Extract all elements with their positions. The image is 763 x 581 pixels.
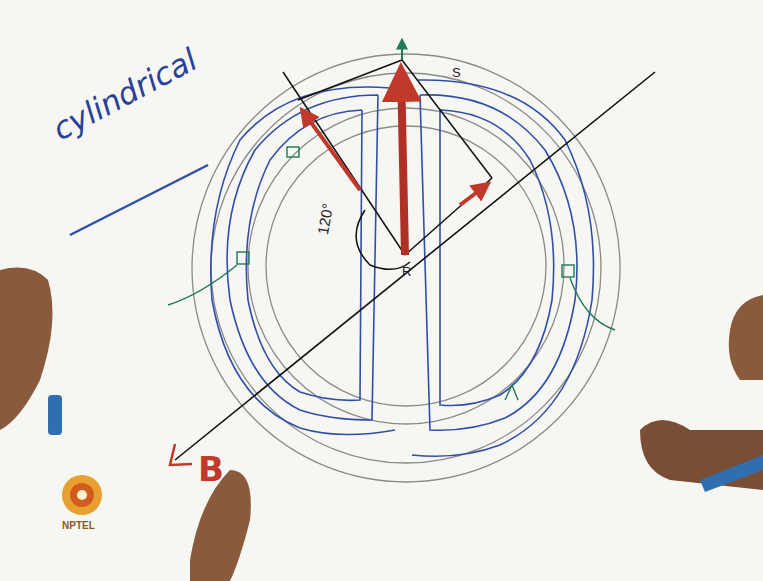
- construction-line: [283, 60, 492, 269]
- axis-line: [175, 72, 655, 460]
- pen-cap: [48, 395, 62, 435]
- pen: [700, 455, 763, 492]
- resultant-phasor: [401, 70, 405, 255]
- hand: [729, 295, 763, 380]
- hand: [0, 268, 53, 430]
- phase-label: R: [402, 265, 411, 278]
- angle-label: 120°: [315, 202, 335, 235]
- phase-label: S: [452, 66, 461, 79]
- coil-side-mark: [168, 147, 615, 400]
- underline: [70, 165, 208, 235]
- stator-circles: [192, 54, 620, 482]
- phase-phasor: [302, 110, 360, 190]
- title-note: cylindrical: [48, 44, 202, 146]
- hand: [190, 470, 251, 581]
- nptel-logo: [62, 475, 102, 515]
- direction-arrow: [401, 40, 403, 60]
- axis-arrowhead: [170, 444, 192, 465]
- phase-label: B: [198, 452, 224, 486]
- logo-text: NPTEL: [62, 521, 95, 531]
- phase-phasor: [460, 184, 488, 205]
